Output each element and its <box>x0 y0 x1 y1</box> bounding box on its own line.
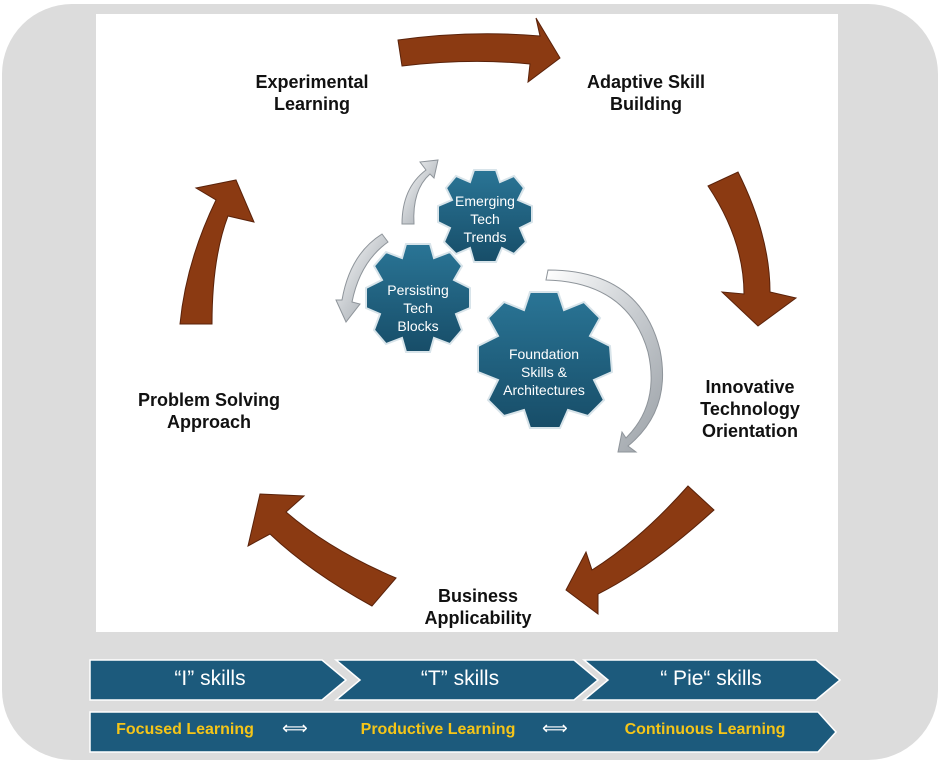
silver-arrow-top <box>401 159 439 225</box>
label-adaptive-skill-building: Adaptive Skill Building <box>586 72 706 114</box>
label-experimental-learning: Experimental Learning <box>255 72 369 114</box>
label-business-applicability: Business Applicability <box>424 586 532 628</box>
arrow-right-upper <box>707 171 798 327</box>
productive-learning-label: Productive Learning <box>360 721 516 738</box>
double-arrow-icon: ⟺ <box>282 718 308 738</box>
arrow-bottom-left <box>247 493 397 607</box>
silver-arrow-right <box>545 269 664 453</box>
learning-bar <box>89 711 838 753</box>
continuous-learning-label: Continuous Learning <box>624 721 786 738</box>
gear-foundation <box>477 291 614 429</box>
silver-arrow-left <box>335 233 389 323</box>
chevron-i-skills <box>89 659 348 701</box>
gear-label-persisting: Persisting Tech Blocks <box>387 282 449 334</box>
arrow-right-lower <box>565 485 715 615</box>
gear-persisting <box>365 243 471 353</box>
pie-skills-label: “ Pie“ skills <box>660 667 762 690</box>
label-problem-solving-approach: Problem Solving Approach <box>137 390 281 432</box>
double-arrow-icon: ⟺ <box>542 718 568 738</box>
label-innovative-technology-orientation: Innovative Technology Orientation <box>700 377 800 441</box>
t-skills-label: “T” skills <box>420 667 500 690</box>
diagram-panel <box>96 14 838 632</box>
i-skills-label: “I” skills <box>174 667 246 690</box>
focused-learning-label: Focused Learning <box>116 721 254 738</box>
arrow-top <box>397 17 561 84</box>
arrow-left <box>179 179 255 325</box>
gear-emerging <box>437 169 533 263</box>
gear-label-emerging: Emerging Tech Trends <box>455 193 515 245</box>
chevron-t-skills <box>333 659 600 701</box>
chevron-pie-skills <box>581 659 842 701</box>
gear-label-foundation: Foundation Skills & Architectures <box>503 346 585 398</box>
